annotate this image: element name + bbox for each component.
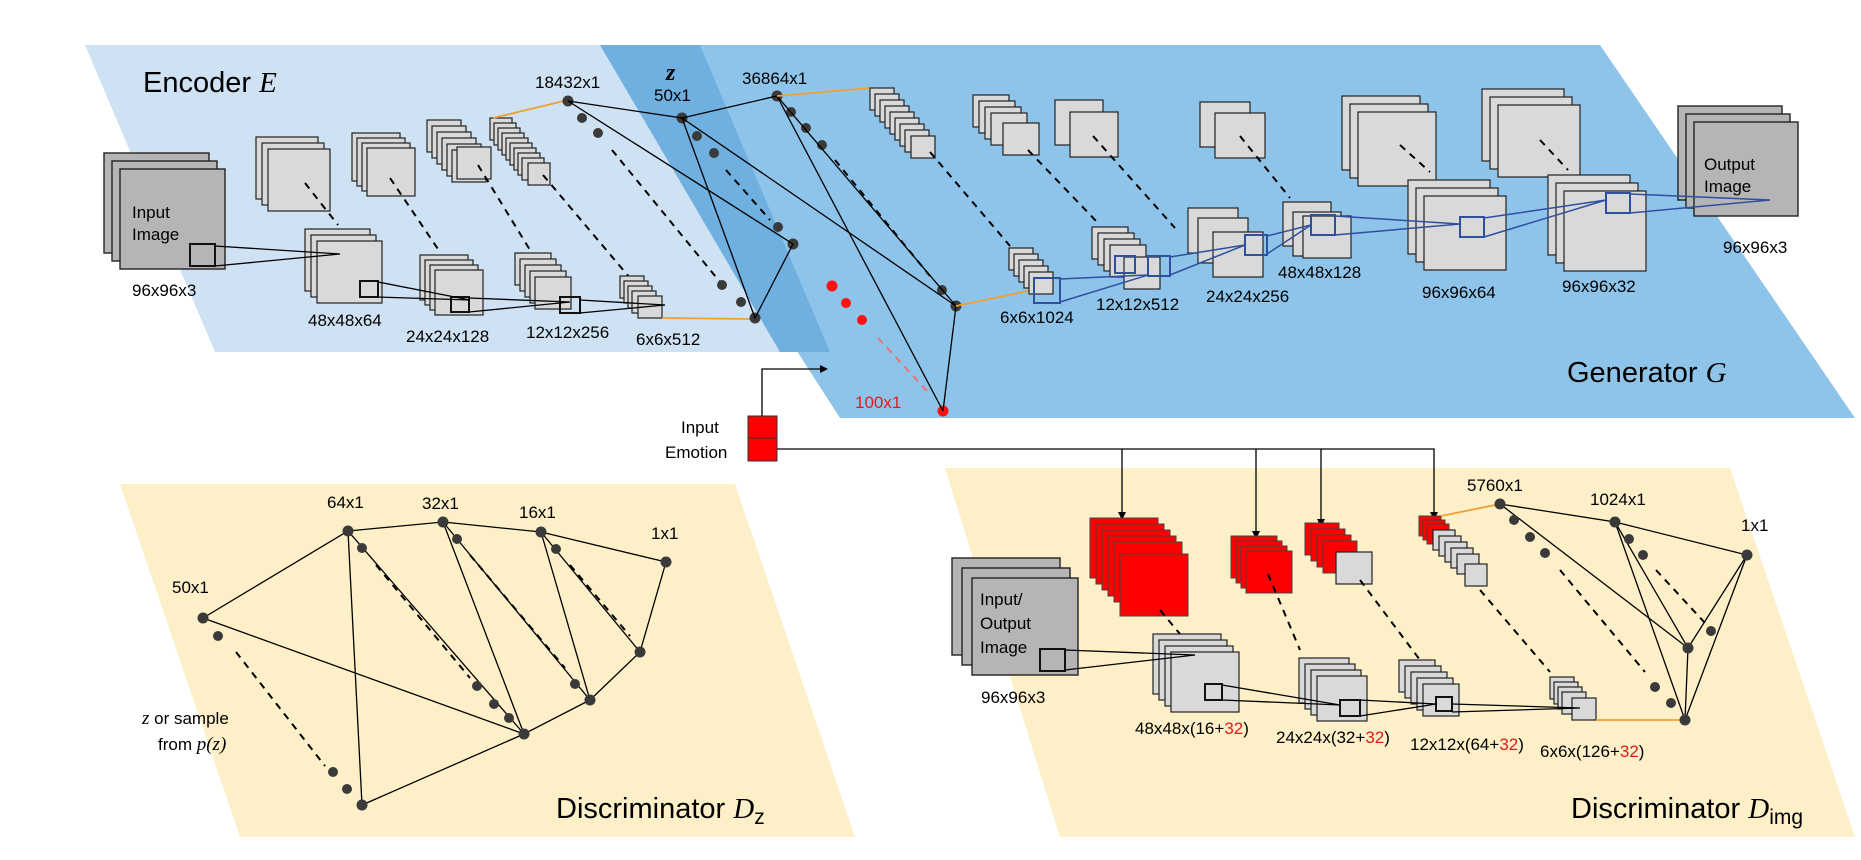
encoder-flat-nodes xyxy=(562,95,761,324)
encoder-size-3: 12x12x256 xyxy=(526,323,609,342)
dimg-layer-2: 12x12x(64+32) xyxy=(1410,735,1524,754)
dz-title: Discriminator Dz xyxy=(556,793,765,829)
generator-size-4: 96x96x64 xyxy=(1422,283,1496,302)
generator-deconv3 xyxy=(1054,99,1268,278)
encoder-generator-overlap xyxy=(600,45,830,352)
generator-deconv4 xyxy=(1199,101,1352,259)
generator-deconv6 xyxy=(1481,88,1647,272)
dimg-layer-3: 6x6x(126+32) xyxy=(1540,742,1644,761)
generator-size-6: 96x96x3 xyxy=(1723,238,1787,257)
generator-size-3: 48x48x128 xyxy=(1278,263,1361,282)
dimg-panel xyxy=(945,468,1855,837)
dimg-layer-1: 24x24x(32+32) xyxy=(1276,728,1390,747)
dz-layer-2: 32x1 xyxy=(422,494,459,513)
dimg-conv2 xyxy=(1298,657,1368,722)
encoder-conv2 xyxy=(351,132,484,316)
dz-network xyxy=(197,516,672,811)
dimg-fc-2: 1x1 xyxy=(1741,516,1768,535)
emotion-vector-nodes xyxy=(826,280,949,417)
generator-output-image: Output Image xyxy=(1677,105,1799,217)
dz-note-line1: z or sample xyxy=(141,708,229,729)
dimg-input-image: Input/ Output Image xyxy=(951,557,1079,676)
generator-size-1: 12x12x512 xyxy=(1096,295,1179,314)
emotion-label-2: Emotion xyxy=(665,443,727,462)
encoder-size-1: 48x48x64 xyxy=(308,311,382,330)
encoder-size-2: 24x24x128 xyxy=(406,327,489,346)
dimg-layer-0: 48x48x(16+32) xyxy=(1135,719,1249,738)
encoder-panel xyxy=(85,45,830,352)
output-image-label-1: Output xyxy=(1704,155,1755,174)
encoder-size-4: 6x6x512 xyxy=(636,330,700,349)
dimg-emotion-maps-2 xyxy=(1230,535,1301,651)
encoder-flat-size: 18432x1 xyxy=(535,73,600,92)
generator-deconv2 xyxy=(972,94,1171,290)
dimg-conv3 xyxy=(1398,659,1460,717)
dz-note-line2: from p(z) xyxy=(158,734,226,755)
dimg-title: Discriminator Dimg xyxy=(1571,793,1803,829)
dz-layer-1: 64x1 xyxy=(327,493,364,512)
dz-layer-4: 1x1 xyxy=(651,524,678,543)
generator-size-5: 96x96x32 xyxy=(1562,277,1636,296)
generator-title: Generator G xyxy=(1567,357,1727,389)
latent-size: 50x1 xyxy=(654,86,691,105)
emotion-label-1: Input xyxy=(681,418,719,437)
dz-layer-0: 50x1 xyxy=(172,578,209,597)
dz-layer-3: 16x1 xyxy=(519,503,556,522)
encoder-conv3 xyxy=(426,119,581,314)
dimg-image-label-3: Image xyxy=(980,638,1027,657)
generator-size-0: 6x6x1024 xyxy=(1000,308,1074,327)
dimg-emotion-maps-4 xyxy=(1418,515,1551,673)
dimg-image-label-1: Input/ xyxy=(980,590,1023,609)
emotion-block xyxy=(747,415,778,462)
generator-flat-size: 36864x1 xyxy=(742,69,807,88)
generator-size-2: 24x24x256 xyxy=(1206,287,1289,306)
dimg-image-label-2: Output xyxy=(980,614,1031,633)
dimg-fc-0: 5760x1 xyxy=(1467,476,1523,495)
dimg-fc-network xyxy=(1494,498,1753,726)
latent-nodes xyxy=(676,112,799,250)
encoder-title: Encoder E xyxy=(143,67,277,99)
generator-deconv1 xyxy=(869,87,1061,304)
latent-symbol: z xyxy=(665,60,676,86)
input-image-label-2: Image xyxy=(132,225,179,244)
dz-panel xyxy=(120,484,855,837)
encoder-size-0: 96x96x3 xyxy=(132,281,196,300)
input-image-label-1: Input xyxy=(132,203,170,222)
dimg-fc-1: 1024x1 xyxy=(1590,490,1646,509)
dimg-input-size: 96x96x3 xyxy=(981,688,1045,707)
dimg-conv1 xyxy=(1152,633,1240,713)
dimg-emotion-maps-1 xyxy=(1089,517,1189,635)
dimg-emotion-maps-3 xyxy=(1304,522,1421,661)
encoder-conv1 xyxy=(255,136,383,304)
encoder-input-image: Input Image xyxy=(103,152,226,270)
output-image-label-2: Image xyxy=(1704,177,1751,196)
emotion-vector-size: 100x1 xyxy=(855,393,901,412)
